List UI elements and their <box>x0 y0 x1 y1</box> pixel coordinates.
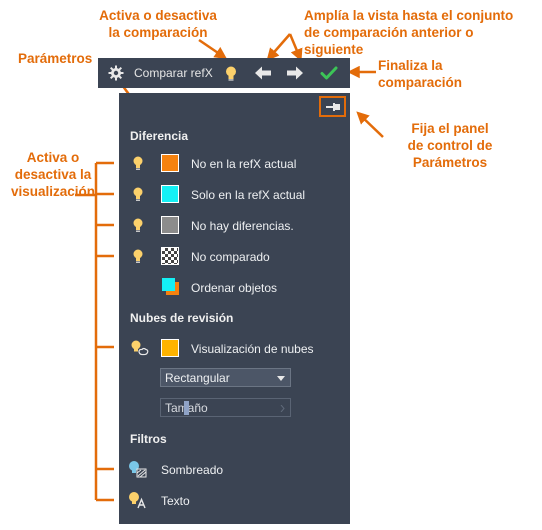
cloud-shape-dropdown[interactable]: Rectangular <box>160 368 291 387</box>
color-swatch-cyan[interactable] <box>161 185 179 203</box>
annotation-amplia-vista: Amplía la vista hasta el conjunto de com… <box>304 8 514 57</box>
text-icon[interactable] <box>128 491 148 509</box>
diff-row-no-differences: No hay diferencias. <box>119 210 350 240</box>
color-swatch-cloud[interactable] <box>161 339 179 357</box>
annotation-parametros: Parámetros <box>18 51 93 66</box>
filter-row-hatch: Sombreado <box>119 454 350 484</box>
finish-compare-button[interactable] <box>318 58 340 88</box>
draw-order-icon[interactable] <box>161 277 181 297</box>
checkmark-icon <box>320 66 338 80</box>
arrow-right-icon <box>287 66 303 80</box>
cloud-size-field[interactable]: Tamaño <box>160 398 291 417</box>
gear-icon <box>108 65 124 81</box>
diff-label: Ordenar objetos <box>191 281 278 295</box>
visibility-bulb-icon[interactable] <box>133 249 143 264</box>
next-button[interactable] <box>284 58 306 88</box>
chevron-down-icon <box>277 376 285 381</box>
pin-icon <box>325 102 340 111</box>
cloud-display-label: Visualización de nubes <box>191 342 314 356</box>
diff-row-not-compared: No comparado <box>119 241 350 271</box>
previous-button[interactable] <box>252 58 274 88</box>
visibility-bulb-icon[interactable] <box>133 218 143 233</box>
section-filtros: Filtros <box>130 432 167 446</box>
toolbar-title: Comparar refX <box>134 66 213 80</box>
filter-label: Sombreado <box>161 463 224 477</box>
color-swatch-gray[interactable] <box>161 216 179 234</box>
visibility-bulb-icon[interactable] <box>133 156 143 171</box>
checker-swatch[interactable] <box>161 247 179 265</box>
size-slider-handle[interactable] <box>184 401 189 415</box>
diff-label: Solo en la refX actual <box>191 188 306 202</box>
bulb-icon <box>226 66 236 81</box>
diff-label: No hay diferencias. <box>191 219 294 233</box>
cloud-shape-value: Rectangular <box>165 371 230 385</box>
section-diferencia: Diferencia <box>130 129 189 143</box>
annotation-fija-panel: Fija el panel de control de Parámetros <box>407 121 493 170</box>
filter-label: Texto <box>161 494 190 508</box>
hatch-icon[interactable] <box>128 460 148 478</box>
compare-toolbar: Comparar refX <box>98 58 350 88</box>
pin-button[interactable] <box>319 96 346 117</box>
filter-row-text: Texto <box>119 485 350 515</box>
section-nubes: Nubes de revisión <box>130 311 234 325</box>
chevron-right-icon <box>280 405 285 412</box>
cloud-display-row: Visualización de nubes <box>119 333 350 363</box>
annotation-activa-comparacion: Activa o desactiva la comparación <box>99 8 217 40</box>
arrow-left-icon <box>255 66 271 80</box>
annotation-activa-visualizacion: Activa o desactiva la visualización <box>10 150 96 199</box>
cloud-bulb-icon[interactable] <box>131 340 149 356</box>
diff-row-draw-order: Ordenar objetos <box>119 272 350 302</box>
diff-row-only-in-current: Solo en la refX actual <box>119 179 350 209</box>
visibility-bulb-icon[interactable] <box>133 187 143 202</box>
diff-row-not-in-current: No en la refX actual <box>119 148 350 178</box>
color-swatch-orange[interactable] <box>161 154 179 172</box>
settings-button[interactable] <box>106 58 126 88</box>
annotation-finaliza: Finaliza la comparación <box>378 58 463 90</box>
settings-panel: Diferencia No en la refX actual Solo en … <box>119 93 350 524</box>
diff-label: No comparado <box>191 250 270 264</box>
diff-label: No en la refX actual <box>191 157 297 171</box>
compare-toggle-button[interactable] <box>222 58 240 88</box>
